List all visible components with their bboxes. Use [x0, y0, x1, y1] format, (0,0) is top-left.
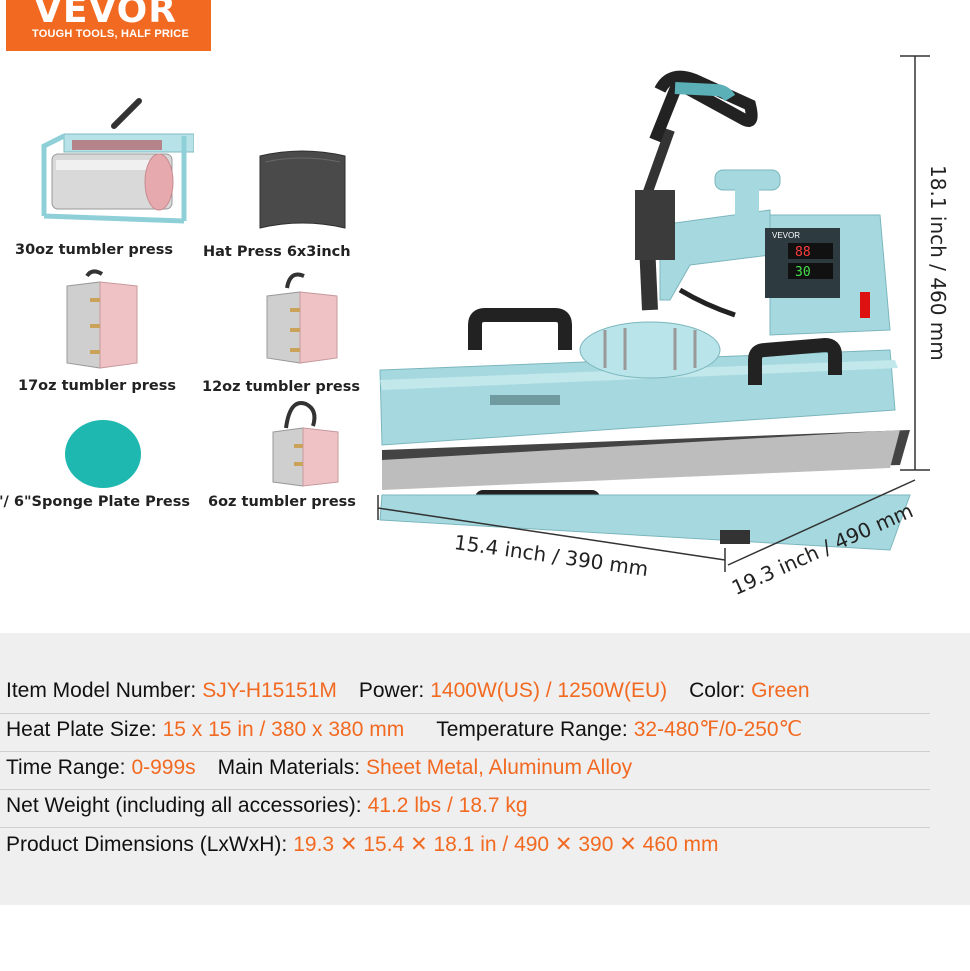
spec-key: Item Model Number:: [6, 679, 197, 702]
spec-key: Color:: [689, 679, 746, 702]
spec-key: Time Range:: [6, 756, 126, 779]
brand-tagline: TOUGH TOOLS, HALF PRICE: [32, 28, 189, 40]
spec-key: Heat Plate Size:: [6, 718, 157, 741]
spec-row-5: Product Dimensions (LxWxH):19.3 ✕ 15.4 ✕…: [6, 832, 719, 857]
accessory-label: "/ 6"Sponge Plate Press: [0, 494, 190, 510]
spec-key: Power:: [358, 679, 425, 702]
accessory-label: 30oz tumbler press: [15, 242, 173, 258]
height-dimension-label: 18.1 inch / 460 mm: [926, 165, 950, 361]
spec-value: 0-999s: [131, 756, 196, 779]
spec-value: Sheet Metal, Aluminum Alloy: [366, 756, 633, 779]
spec-value: 41.2 lbs / 18.7 kg: [367, 794, 528, 817]
spec-row-3: Time Range:0-999s Main Materials:Sheet Me…: [6, 756, 632, 780]
accessory-label: 6oz tumbler press: [208, 494, 356, 510]
spec-value: SJY-H15151M: [202, 679, 337, 702]
brand-name: VEVOR: [34, 0, 178, 31]
spec-value: Green: [751, 679, 810, 702]
spec-key: Product Dimensions (LxWxH):: [6, 833, 288, 856]
accessory-label: 17oz tumbler press: [18, 378, 176, 394]
tumbler-press-6oz-image: [272, 401, 339, 487]
spec-key: Temperature Range:: [436, 718, 628, 741]
divider: [0, 827, 930, 828]
heat-press-machine-image: VEVOR 88 30: [377, 55, 930, 572]
spec-value: 15 x 15 in / 380 x 380 mm: [162, 718, 405, 741]
hat-press-image: [259, 150, 346, 229]
panel-display-bottom: 30: [795, 265, 811, 280]
accessory-label: Hat Press 6x3inch: [203, 244, 351, 260]
sponge-plate-image: [65, 420, 141, 488]
tumbler-press-17oz-image: [66, 269, 138, 369]
divider: [0, 751, 930, 752]
spec-row-4: Net Weight (including all accessories):4…: [6, 794, 528, 818]
brand-logo: VEVOR TOUGH TOOLS, HALF PRICE: [6, 0, 211, 51]
divider: [0, 713, 930, 714]
spec-key: Main Materials:: [217, 756, 361, 779]
accessory-label: 12oz tumbler press: [202, 379, 360, 395]
spec-value: 32-480℉/0-250℃: [633, 718, 803, 741]
tumbler-press-30oz-image: [41, 98, 194, 224]
spec-row-1: Item Model Number:SJY-H15151M Power:1400W…: [6, 679, 810, 703]
panel-display-top: 88: [795, 245, 811, 260]
tumbler-press-12oz-image: [266, 272, 338, 364]
spec-key: Net Weight (including all accessories):: [6, 794, 362, 817]
panel-brand: VEVOR: [772, 231, 800, 240]
spec-row-2: Heat Plate Size:15 x 15 in / 380 x 380 m…: [6, 717, 802, 742]
spec-value: 19.3 ✕ 15.4 ✕ 18.1 in / 490 ✕ 390 ✕ 460 …: [293, 833, 719, 856]
divider: [0, 789, 930, 790]
spec-panel: [0, 633, 970, 905]
power-switch: [860, 292, 870, 318]
spec-value: 1400W(US) / 1250W(EU): [430, 679, 668, 702]
